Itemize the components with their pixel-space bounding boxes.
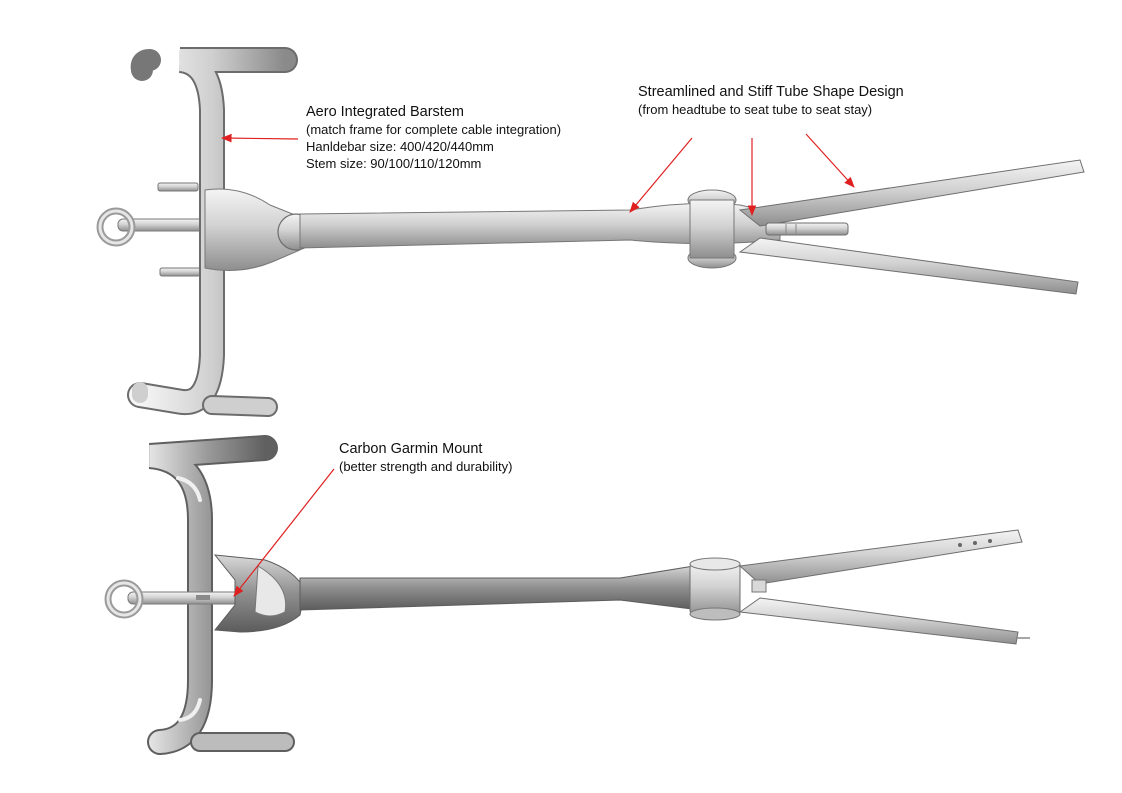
bottom-lower-stay <box>738 597 1019 645</box>
barstem-title: Aero Integrated Barstem <box>306 104 464 120</box>
barstem-line-3: Stem size: 90/100/110/120mm <box>306 156 482 171</box>
tube-arrow-seatstay <box>805 133 855 188</box>
top-down-tube <box>299 202 781 249</box>
top-frame-view <box>96 47 1085 417</box>
top-garmin-mount <box>96 207 209 247</box>
barstem-line-1: (match frame for complete cable integrat… <box>306 122 562 137</box>
tube-shape-callout: Streamlined and Stiff Tube Shape Design … <box>638 83 904 118</box>
bottom-upper-stay <box>738 529 1023 585</box>
barstem-line-2: Hanldebar size: 400/420/440mm <box>306 139 494 154</box>
tube-shape-title: Streamlined and Stiff Tube Shape Design <box>638 84 904 100</box>
barstem-arrow <box>220 133 299 143</box>
tube-shape-line-1: (from headtube to seat tube to seat stay… <box>638 102 873 117</box>
bottom-down-tube <box>299 564 741 611</box>
garmin-arrow <box>233 468 335 597</box>
top-upper-stay <box>738 159 1085 227</box>
bottom-handlebar <box>147 435 295 755</box>
garmin-line-1: (better strength and durability) <box>339 459 513 474</box>
bottom-frame-view <box>104 435 1030 755</box>
garmin-title: Carbon Garmin Mount <box>339 441 483 457</box>
tube-arrow-headtube <box>629 137 693 213</box>
garmin-callout: Carbon Garmin Mount (better strength and… <box>339 440 512 475</box>
bottom-garmin-mount <box>104 579 247 619</box>
callout-arrows <box>220 133 855 597</box>
top-lower-stay <box>738 237 1079 295</box>
barstem-callout: Aero Integrated Barstem (match frame for… <box>306 103 561 172</box>
